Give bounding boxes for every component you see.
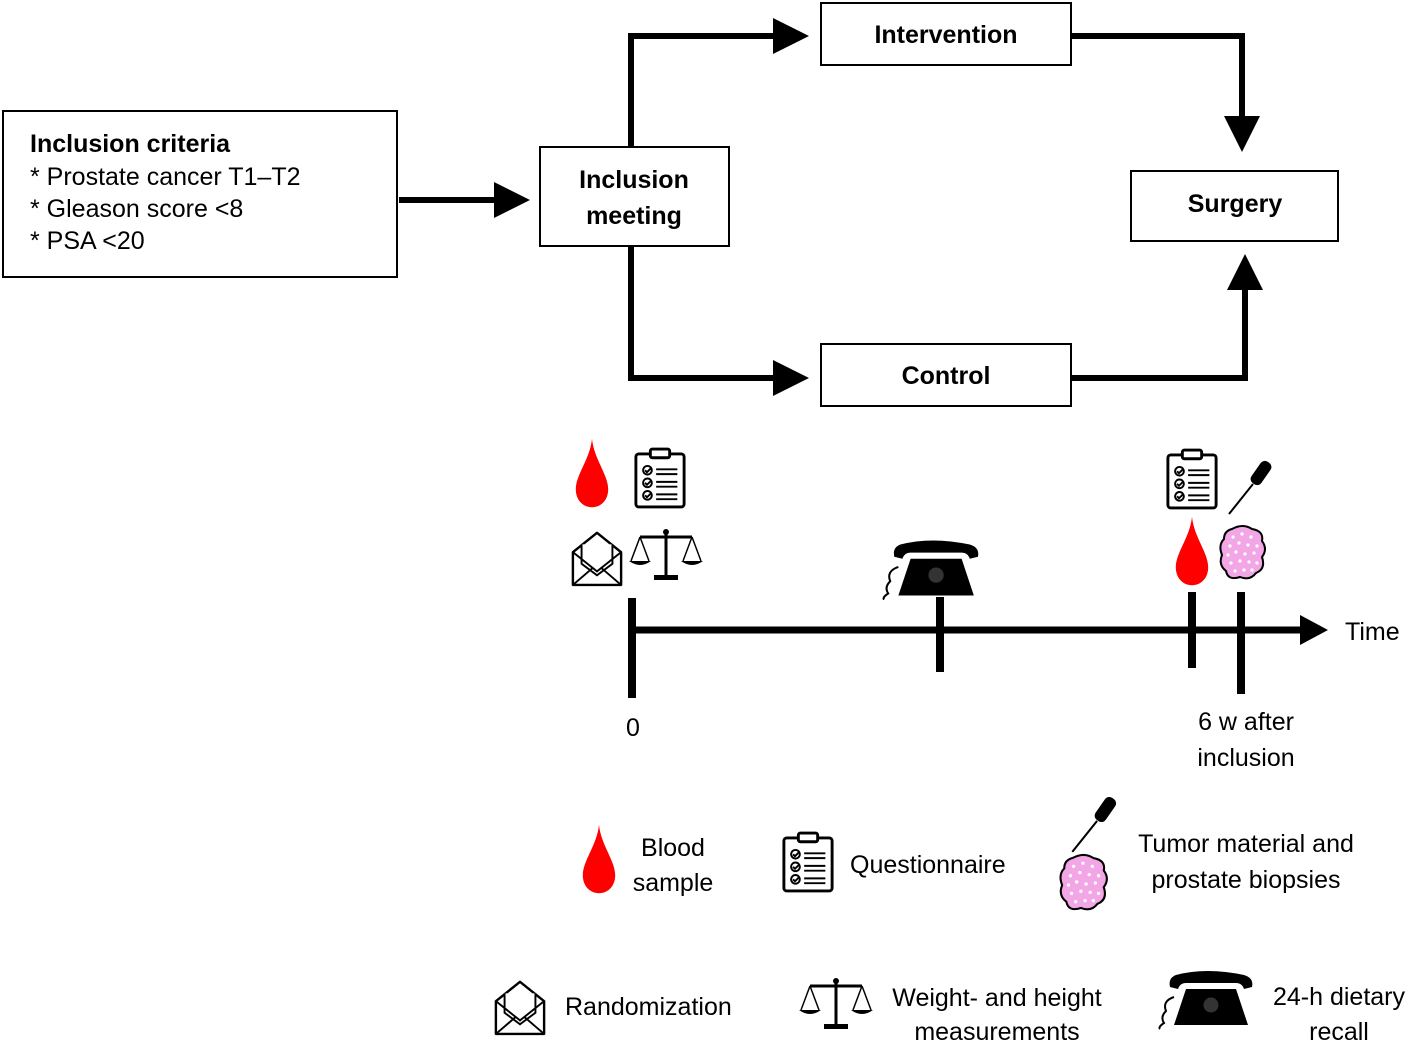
scale-icon	[628, 527, 704, 582]
clipboard-icon	[634, 447, 686, 509]
legend-tumor-material: prostate biopsies	[1151, 866, 1340, 894]
clipboard-icon	[1166, 448, 1218, 510]
arrow-meeting-to-control	[628, 246, 809, 396]
legend-questionnaire: Questionnaire	[850, 851, 1006, 879]
legend-tumor-material: Tumor material and	[1138, 830, 1354, 858]
legend-randomization: Randomization	[565, 993, 732, 1021]
legend-blood-sample: sample	[633, 869, 714, 897]
clipboard-icon	[782, 831, 834, 893]
timeline-arrowhead	[1300, 615, 1328, 645]
end-label: 6 w after	[1198, 708, 1294, 736]
control-label: Control	[902, 362, 991, 390]
criteria-item: * PSA <20	[30, 227, 145, 255]
biopsy-needle-icon	[1227, 458, 1275, 516]
arrow-meeting-to-intervention	[628, 18, 809, 147]
telephone-icon	[1158, 969, 1254, 1030]
legend-weight-height: Weight- and height	[892, 984, 1101, 1012]
inclusion-criteria-title: Inclusion criteria	[30, 130, 231, 158]
tissue-icon	[1219, 524, 1267, 580]
blood-drop-icon	[582, 824, 616, 894]
legend: Blood sample Questionnaire Tumor materia…	[494, 794, 1406, 1044]
intervention-box: Intervention	[820, 2, 1072, 66]
inclusion-meeting-box: Inclusion meeting	[539, 146, 730, 247]
inclusion-meeting-label: meeting	[586, 202, 682, 230]
control-box: Control	[820, 343, 1072, 407]
legend-dietary-recall: 24-h dietary	[1273, 983, 1406, 1011]
blood-drop-icon	[575, 438, 609, 508]
criteria-item: * Gleason score <8	[30, 195, 243, 223]
envelope-icon	[571, 531, 623, 587]
legend-dietary-recall: recall	[1309, 1018, 1369, 1044]
time-axis-label: Time	[1345, 618, 1400, 646]
surgery-label: Surgery	[1188, 190, 1283, 218]
biopsy-needle-icon	[1071, 794, 1120, 853]
arrow-control-to-surgery	[1071, 254, 1263, 381]
tissue-icon	[1059, 853, 1108, 911]
surgery-box: Surgery	[1130, 170, 1339, 242]
start-label: 0	[626, 714, 640, 742]
end-label: inclusion	[1197, 744, 1294, 772]
criteria-item: * Prostate cancer T1–T2	[30, 163, 301, 191]
envelope-icon	[494, 980, 546, 1036]
telephone-icon	[882, 539, 980, 600]
timeline: Time 0 6 w after inclusion	[626, 592, 1400, 772]
legend-blood-sample: Blood	[641, 834, 705, 862]
scale-icon	[798, 976, 874, 1031]
legend-weight-height: measurements	[914, 1018, 1079, 1044]
intervention-label: Intervention	[874, 21, 1017, 49]
blood-drop-icon	[1175, 516, 1209, 586]
arrow-intervention-to-surgery	[1071, 33, 1260, 152]
inclusion-criteria-box: Inclusion criteria * Prostate cancer T1–…	[2, 110, 398, 278]
inclusion-meeting-label: Inclusion	[579, 166, 689, 194]
